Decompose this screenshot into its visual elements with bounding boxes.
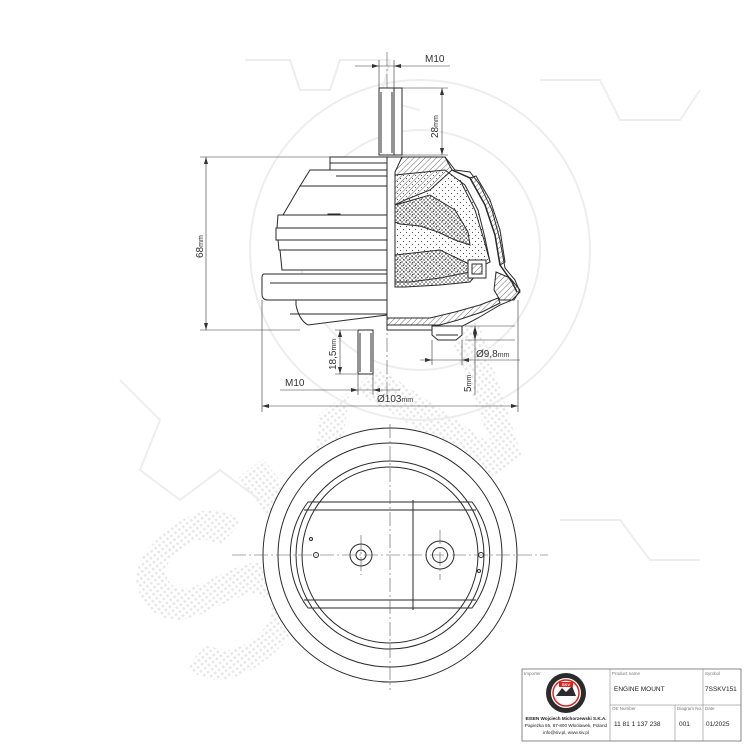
dimension-labels: M10 28mm 68mm 18,5mm M10 Ø9,8mm 5mm Ø103… (195, 54, 510, 405)
symbol-label: Symbol (705, 671, 720, 676)
dim-bottom-thread: M10 (285, 378, 305, 389)
dim-top-thread: M10 (425, 54, 445, 65)
bottom-pin-section (431, 325, 463, 341)
title-block: Importer Product name Symbol OE Number D… (521, 668, 742, 742)
oe-number: 11 81 1 137 238 (614, 721, 661, 728)
arrowheads (204, 64, 518, 408)
side-view (261, 52, 521, 395)
symbol: 7SSKV151 (705, 686, 737, 693)
dim-pin-diameter: Ø9,8mm (476, 349, 510, 360)
date: 01/2025 (706, 721, 730, 728)
oe-label: OE Number (612, 706, 636, 711)
date-label: Date (705, 706, 715, 711)
section-membrane (394, 194, 471, 246)
product-name: ENGINE MOUNT (614, 686, 665, 693)
importer-name: EISEN Wojciech Michorzewski S.K.A. (525, 716, 606, 721)
product-label: Product name (612, 671, 641, 676)
section-insert (394, 156, 453, 206)
importer-contact: info@siv.pl, www.siv.pl (543, 730, 589, 735)
bottom-stud (357, 329, 374, 375)
dim-total-height: 68mm (195, 235, 206, 258)
top-view (232, 424, 548, 690)
dim-outer-diameter: Ø103mm (377, 394, 413, 405)
diagram-no: 001 (679, 721, 690, 728)
diagram-label: Diagram No. (677, 706, 702, 711)
skv-logo: SKV (546, 673, 586, 713)
dim-bottom-stud-length: 18,5mm (328, 339, 339, 370)
importer-address: Papieżka 65, 87-800 Włocławek, Poland (525, 723, 608, 728)
importer-label: Importer (524, 671, 541, 676)
top-plate (289, 501, 491, 609)
top-stud (378, 87, 403, 156)
dim-stud-length: 28mm (430, 115, 441, 138)
svg-text:SKV: SKV (562, 682, 571, 687)
dim-pin-height: 5mm (463, 375, 474, 392)
